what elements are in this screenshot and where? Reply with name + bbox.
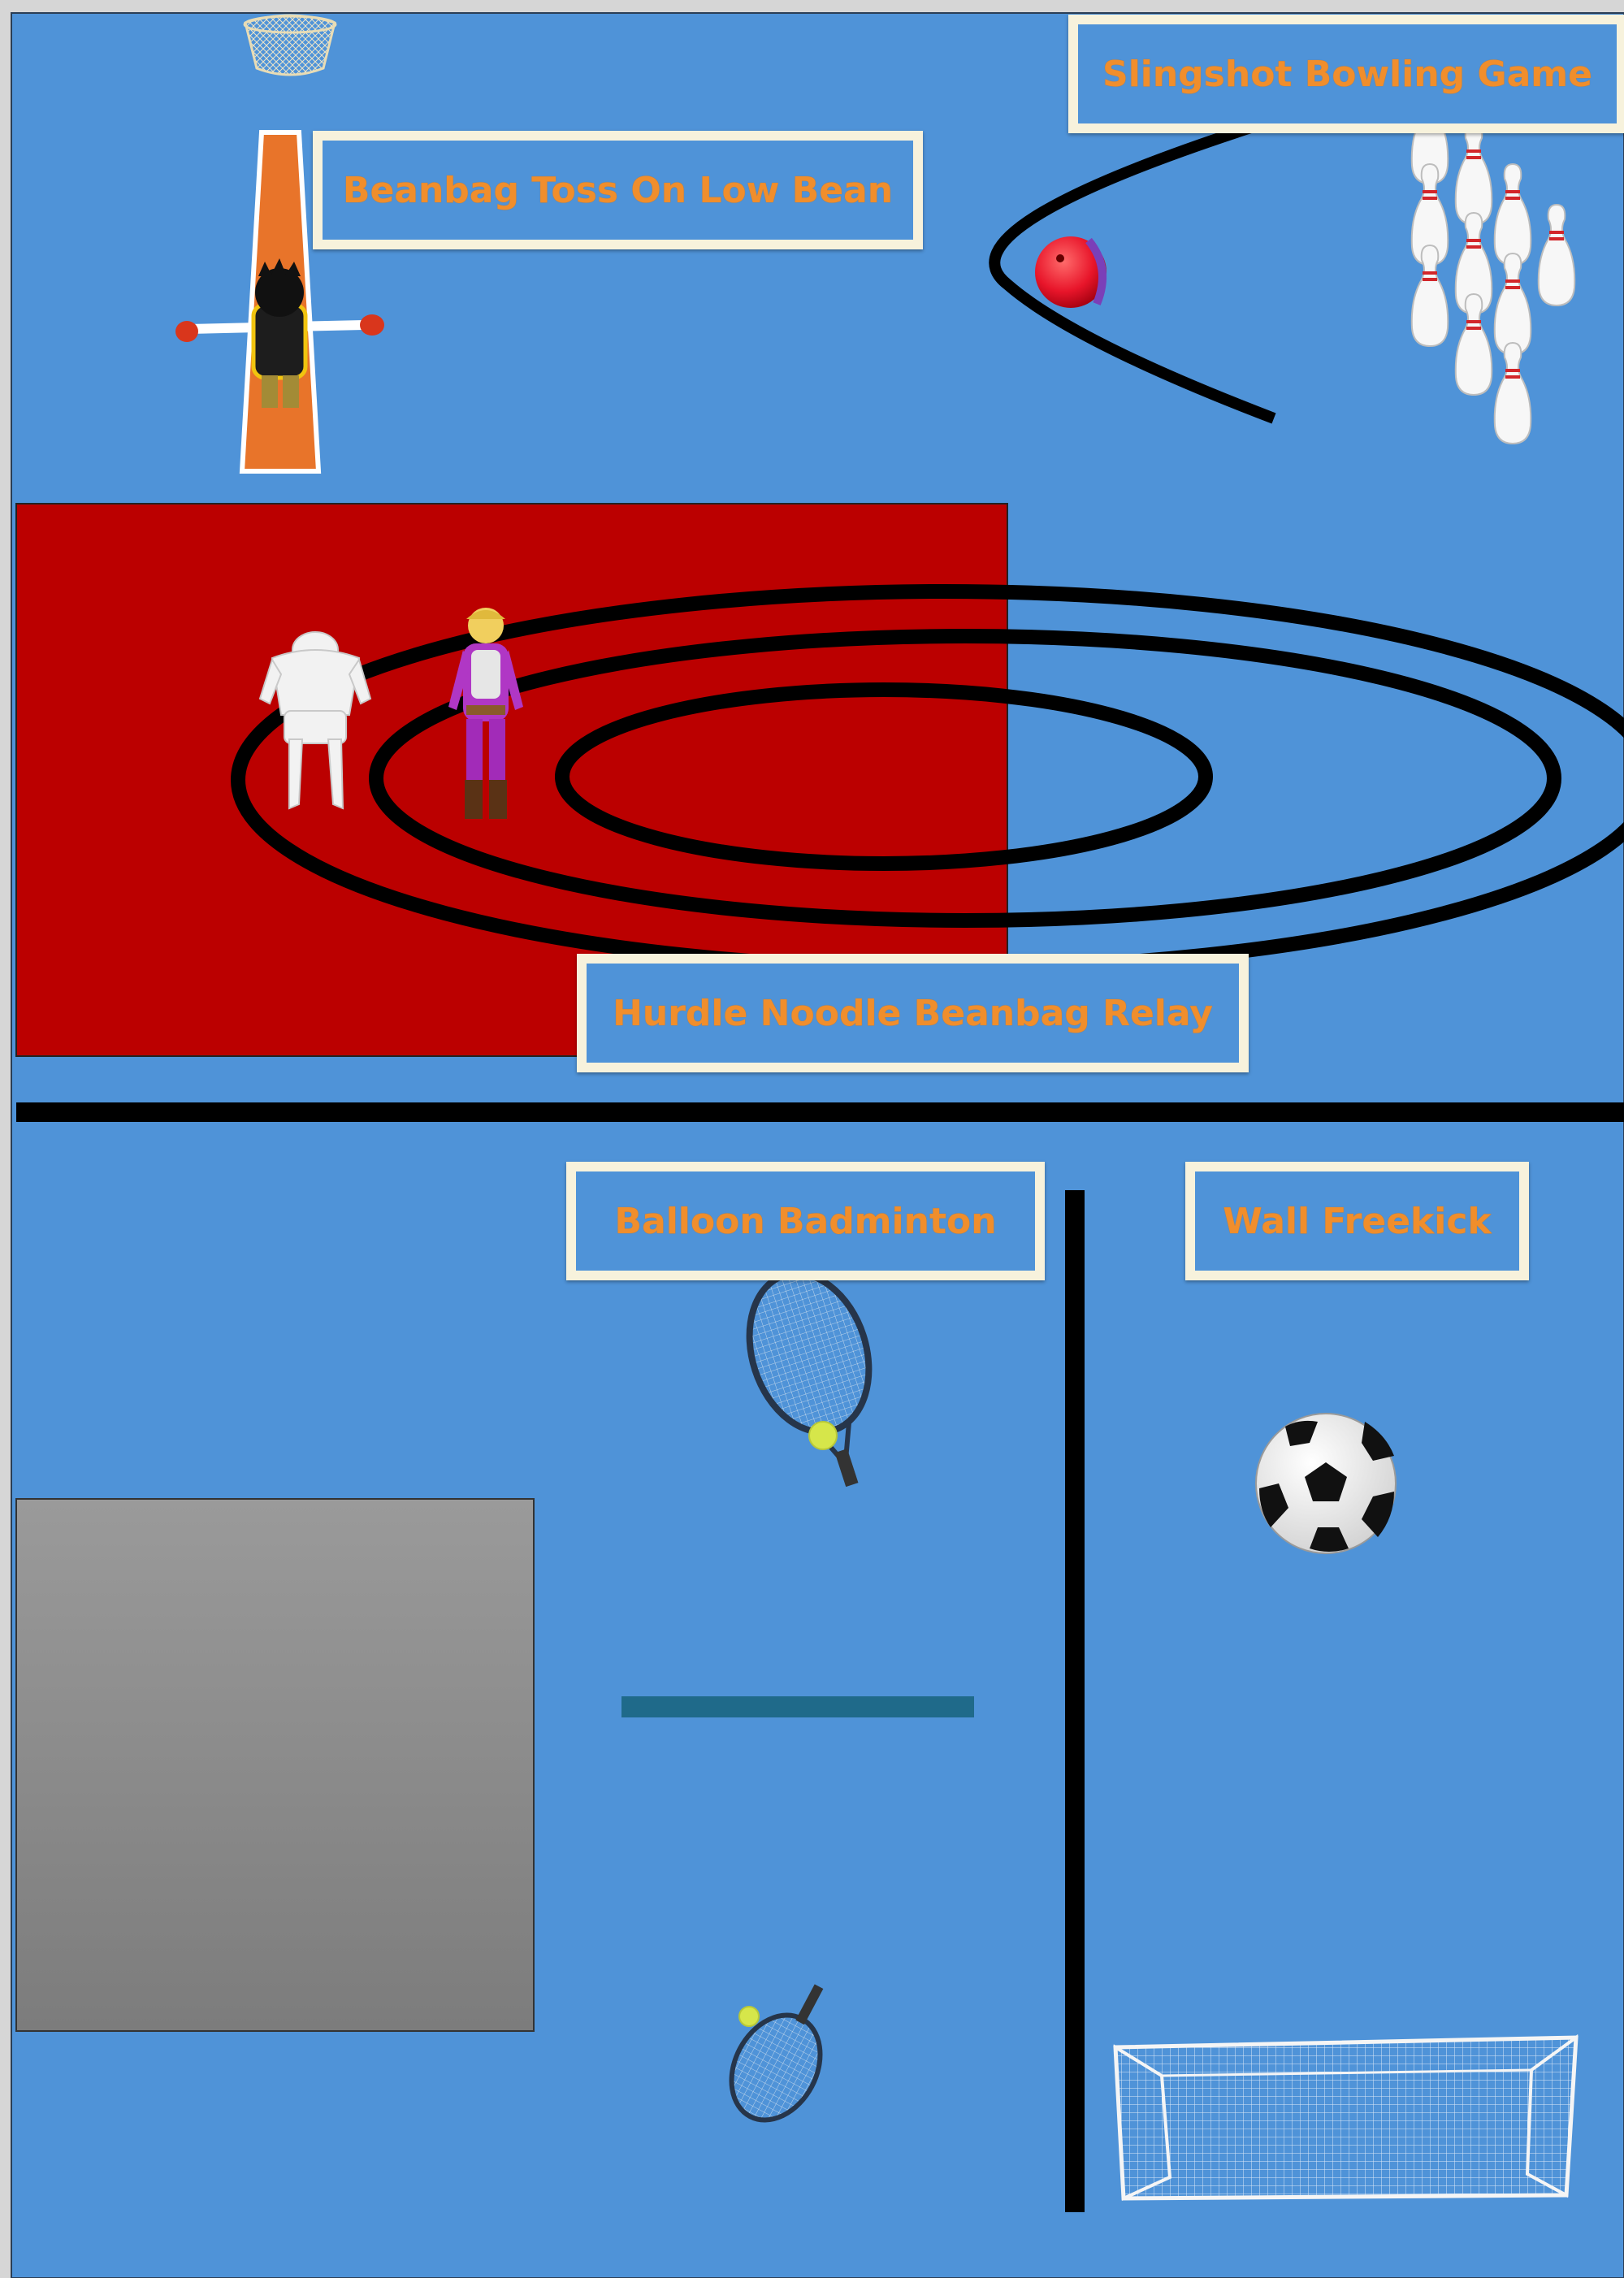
soccer-ball-icon — [1256, 1414, 1396, 1553]
sign-balloon-badminton-label: Balloon Badminton — [614, 1201, 996, 1242]
tennis-ball-icon — [739, 2007, 759, 2026]
bowling-ball-icon — [1035, 236, 1106, 308]
basket-icon — [245, 15, 336, 75]
divider-vertical — [1065, 1190, 1085, 2212]
gray-zone — [16, 1499, 534, 2031]
badminton-net — [621, 1696, 974, 1717]
sign-slingshot-bowling-label: Slingshot Bowling Game — [1102, 54, 1592, 95]
sign-slingshot-bowling: Slingshot Bowling Game — [1068, 15, 1624, 133]
sign-beanbag-toss: Beanbag Toss On Low Bean — [313, 131, 923, 249]
sign-balloon-badminton: Balloon Badminton — [566, 1162, 1045, 1280]
sign-hurdle-relay: Hurdle Noodle Beanbag Relay — [577, 954, 1249, 1072]
sign-wall-freekick-label: Wall Freekick — [1223, 1201, 1491, 1242]
soccer-goal-icon — [1115, 2038, 1576, 2198]
divider-horizontal — [16, 1102, 1624, 1122]
sign-wall-freekick: Wall Freekick — [1185, 1162, 1529, 1280]
sign-hurdle-relay-label: Hurdle Noodle Beanbag Relay — [613, 993, 1213, 1034]
tennis-ball-icon — [809, 1422, 837, 1449]
sign-beanbag-toss-label: Beanbag Toss On Low Bean — [343, 170, 893, 211]
